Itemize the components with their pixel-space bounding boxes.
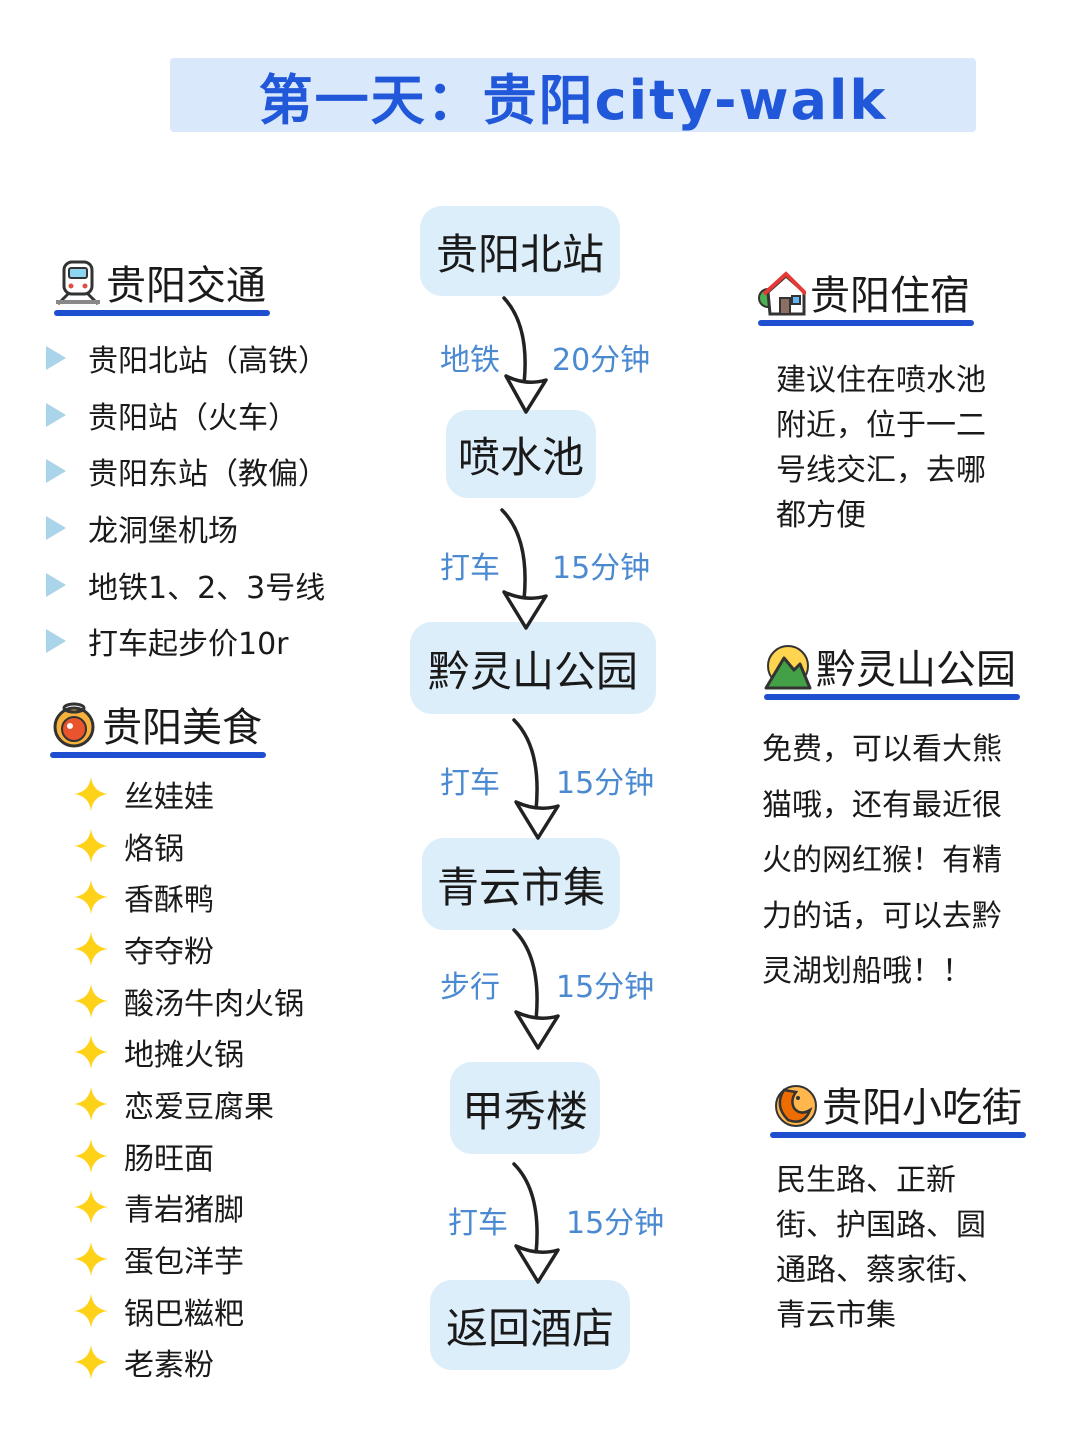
leg-mode: 打车 bbox=[440, 766, 500, 801]
snack-text: 民生路、正新 街、护国路、圆 通路、蔡家街、 青云市集 bbox=[776, 1163, 986, 1333]
triangle-bullet-icon bbox=[46, 629, 66, 654]
list-item: 老素粉 bbox=[72, 1337, 304, 1389]
train-icon bbox=[56, 260, 100, 306]
list-item: 贵阳东站（教偏） bbox=[46, 443, 328, 500]
leg-mode: 打车 bbox=[448, 1206, 508, 1241]
list-item: 青岩猪脚 bbox=[72, 1182, 304, 1234]
list-item: 龙洞堡机场 bbox=[46, 500, 328, 557]
leg-time: 20分钟 bbox=[552, 343, 651, 378]
park-text: 免费，可以看大熊 猫哦，还有最近很 火的网红猴！有精 力的话，可以去黔 灵湖划船… bbox=[762, 732, 1002, 989]
house-icon bbox=[758, 271, 806, 316]
star-icon bbox=[73, 1345, 109, 1380]
shrimp-icon bbox=[775, 1085, 817, 1127]
food-heading: 贵阳美食 bbox=[102, 705, 262, 751]
star-icon bbox=[73, 1035, 109, 1070]
park-heading: 黔灵山公园 bbox=[816, 647, 1016, 693]
list-item: 肠旺面 bbox=[72, 1130, 304, 1182]
list-item: 锅巴糍粑 bbox=[72, 1285, 304, 1337]
page-title: 第一天：贵阳city-walk bbox=[258, 68, 888, 132]
triangle-bullet-icon bbox=[46, 459, 66, 484]
lodging-underline bbox=[758, 320, 974, 326]
food-list: 丝娃娃 烙锅 香酥鸭 夺夺粉 酸汤牛肉火锅 地摊火锅 恋爱豆腐果 肠旺面 青岩猪… bbox=[72, 768, 304, 1388]
food-icon bbox=[53, 702, 95, 748]
down-arrow-icon bbox=[512, 928, 560, 1050]
down-arrow-icon bbox=[502, 296, 548, 414]
star-icon bbox=[73, 828, 109, 863]
down-arrow-icon bbox=[512, 1162, 560, 1284]
list-item: 恋爱豆腐果 bbox=[72, 1078, 304, 1130]
park-underline bbox=[764, 694, 1020, 700]
route-stop-5: 甲秀楼 bbox=[450, 1062, 600, 1154]
list-item: 打车起步价10r bbox=[46, 613, 328, 670]
leg-time: 15分钟 bbox=[566, 1206, 665, 1241]
down-arrow-icon bbox=[500, 508, 548, 630]
lodging-header: 贵阳住宿 bbox=[758, 268, 974, 326]
star-icon bbox=[73, 1086, 109, 1122]
mountain-icon bbox=[764, 645, 812, 690]
triangle-bullet-icon bbox=[46, 572, 66, 597]
triangle-bullet-icon bbox=[46, 516, 66, 541]
transport-list: 贵阳北站（高铁） 贵阳站（火车） 贵阳东站（教偏） 龙洞堡机场 地铁1、2、3号… bbox=[46, 330, 328, 670]
list-item: 夺夺粉 bbox=[72, 923, 304, 975]
food-header: 贵阳美食 bbox=[50, 700, 266, 758]
list-item: 地铁1、2、3号线 bbox=[46, 556, 328, 613]
route-stop-3: 黔灵山公园 bbox=[410, 622, 656, 714]
transport-underline bbox=[54, 310, 270, 316]
leg-time: 15分钟 bbox=[556, 970, 655, 1005]
list-item: 贵阳站（火车） bbox=[46, 387, 328, 444]
star-icon bbox=[73, 880, 109, 915]
list-item: 烙锅 bbox=[72, 820, 304, 872]
list-item: 贵阳北站（高铁） bbox=[46, 330, 328, 387]
transport-header: 贵阳交通 bbox=[54, 258, 270, 316]
route-stop-4: 青云市集 bbox=[422, 838, 620, 930]
snack-header: 贵阳小吃街 bbox=[770, 1080, 1026, 1138]
down-arrow-icon bbox=[512, 718, 560, 840]
star-icon bbox=[73, 1190, 109, 1225]
transport-heading: 贵阳交通 bbox=[106, 263, 266, 309]
star-icon bbox=[73, 931, 109, 967]
star-icon bbox=[73, 1293, 109, 1328]
triangle-bullet-icon bbox=[46, 402, 66, 427]
leg-time: 15分钟 bbox=[556, 766, 655, 801]
route-stop-2: 喷水池 bbox=[446, 410, 596, 498]
leg-mode: 步行 bbox=[440, 970, 500, 1005]
park-header: 黔灵山公园 bbox=[764, 642, 1020, 700]
list-item: 酸汤牛肉火锅 bbox=[72, 975, 304, 1027]
list-item: 地摊火锅 bbox=[72, 1026, 304, 1078]
list-item: 丝娃娃 bbox=[72, 768, 304, 820]
leg-time: 15分钟 bbox=[552, 551, 651, 586]
route-stop-6: 返回酒店 bbox=[430, 1280, 630, 1370]
star-icon bbox=[73, 776, 109, 811]
route-stop-1: 贵阳北站 bbox=[420, 206, 620, 296]
triangle-bullet-icon bbox=[46, 346, 66, 371]
snack-underline bbox=[770, 1132, 1026, 1138]
leg-mode: 打车 bbox=[440, 551, 500, 586]
leg-mode: 地铁 bbox=[440, 343, 500, 378]
star-icon bbox=[73, 1138, 109, 1173]
star-icon bbox=[73, 983, 109, 1018]
lodging-text: 建议住在喷水池 附近，位于一二 号线交汇，去哪 都方便 bbox=[776, 363, 986, 533]
list-item: 蛋包洋芋 bbox=[72, 1233, 304, 1285]
snack-heading: 贵阳小吃街 bbox=[822, 1085, 1022, 1131]
star-icon bbox=[73, 1241, 109, 1277]
lodging-heading: 贵阳住宿 bbox=[810, 273, 970, 319]
title-banner: 第一天：贵阳city-walk bbox=[170, 58, 976, 132]
food-underline bbox=[50, 752, 266, 758]
list-item: 香酥鸭 bbox=[72, 871, 304, 923]
